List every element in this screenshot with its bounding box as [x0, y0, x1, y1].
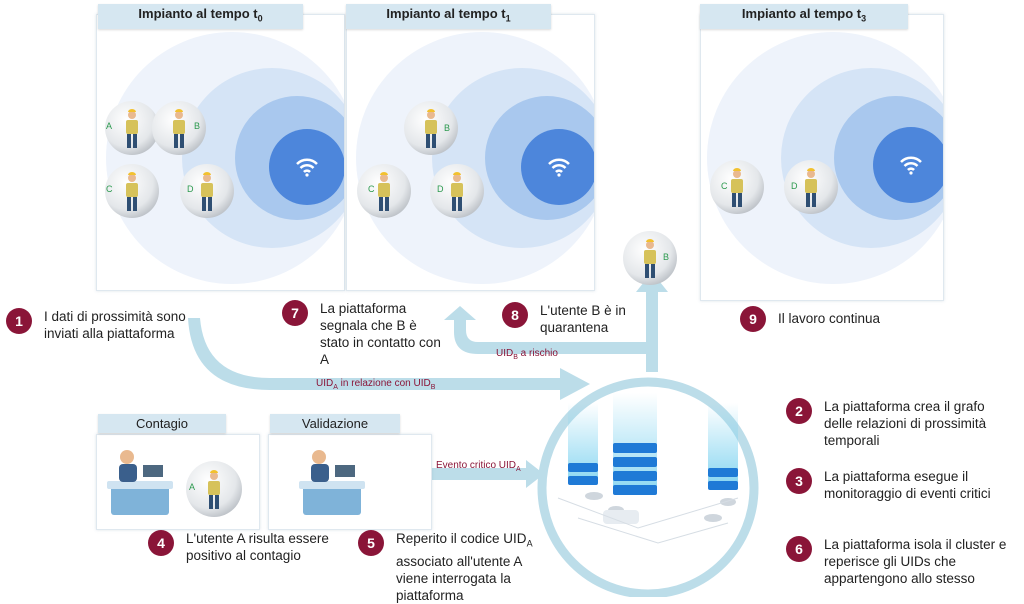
plant-t3-graphic [707, 32, 943, 284]
plant-t1-graphic [356, 32, 594, 284]
panel-contagio: A [96, 434, 260, 530]
step-7-badge: 7 [282, 300, 308, 326]
flow-label-uid-risk: UIDB a rischio [496, 348, 558, 361]
contagio-worker-label-a: A [189, 482, 196, 492]
step-4: 4 L'utente A risulta essere positivo al … [148, 530, 363, 564]
step-3-badge: 3 [786, 468, 812, 494]
worker-label-c: C [368, 184, 375, 194]
panel-plant-t3: C D [700, 14, 944, 301]
quarantine-worker-label-b: B [663, 252, 670, 262]
step-8-badge: 8 [502, 302, 528, 328]
panel-title-t0: Impianto al tempo t0 [98, 4, 303, 29]
worker-label-c: C [721, 181, 728, 191]
worker-label-d: D [187, 184, 194, 194]
step-6-text: La piattaforma isola il cluster e reperi… [824, 537, 1007, 586]
panel-title-t1: Impianto al tempo t1 [346, 4, 551, 29]
step-5-badge: 5 [358, 530, 384, 556]
step-5: 5 Reperito il codice UIDA associato all'… [358, 530, 558, 604]
step-8-text: L'utente B è in quarantena [540, 303, 626, 335]
panel-validazione [268, 434, 432, 530]
panel-title-t3: Impianto al tempo t3 [700, 4, 908, 29]
platform [537, 377, 759, 597]
step-7: 7 La piattaforma segnala che B è stato i… [282, 300, 462, 368]
step-8: 8 L'utente B è in quarantena [502, 302, 652, 336]
step-4-badge: 4 [148, 530, 174, 556]
step-9-badge: 9 [740, 306, 766, 332]
step-6: 6 La piattaforma isola il cluster e repe… [786, 536, 1022, 587]
panel-plant-t0: A B C D [96, 14, 345, 291]
worker-label-b: B [444, 123, 451, 133]
step-2-text: La piattaforma crea il grafo delle relaz… [824, 399, 987, 448]
flow-arrows [188, 272, 668, 488]
step-2-badge: 2 [786, 398, 812, 424]
panel-title-validazione: Validazione [270, 414, 400, 433]
validazione-graphic [299, 450, 365, 515]
step-3-text: La piattaforma esegue il monitoraggio di… [824, 469, 991, 501]
step-3: 3 La piattaforma esegue il monitoraggio … [786, 468, 1021, 502]
step-7-text: La piattaforma segnala che B è stato in … [320, 301, 441, 367]
worker-label-c: C [106, 184, 113, 194]
worker-label-b: B [194, 121, 201, 131]
worker-label-d: D [791, 181, 798, 191]
step-1: 1 I dati di prossimità sono inviati alla… [6, 308, 216, 342]
panel-plant-t1: B C D [346, 14, 595, 291]
step-5-text: Reperito il codice UIDA associato all'ut… [396, 531, 533, 603]
flow-label-critical-event: Evento critico UIDA [436, 460, 521, 473]
step-9-text: Il lavoro continua [778, 311, 881, 326]
step-2: 2 La piattaforma crea il grafo delle rel… [786, 398, 1016, 449]
step-1-badge: 1 [6, 308, 32, 334]
panel-title-contagio: Contagio [98, 414, 226, 433]
flow-label-uid-relation: UIDA in relazione con UIDB [316, 378, 436, 391]
step-6-badge: 6 [786, 536, 812, 562]
worker-label-a: A [106, 121, 113, 131]
step-1-text: I dati di prossimità sono inviati alla p… [44, 309, 186, 341]
plant-t0-graphic [105, 32, 344, 284]
quarantined-worker-b [623, 231, 677, 285]
step-9: 9 Il lavoro continua [740, 306, 940, 332]
step-4-text: L'utente A risulta essere positivo al co… [186, 531, 329, 563]
worker-label-d: D [437, 184, 444, 194]
contagio-graphic [107, 450, 242, 517]
